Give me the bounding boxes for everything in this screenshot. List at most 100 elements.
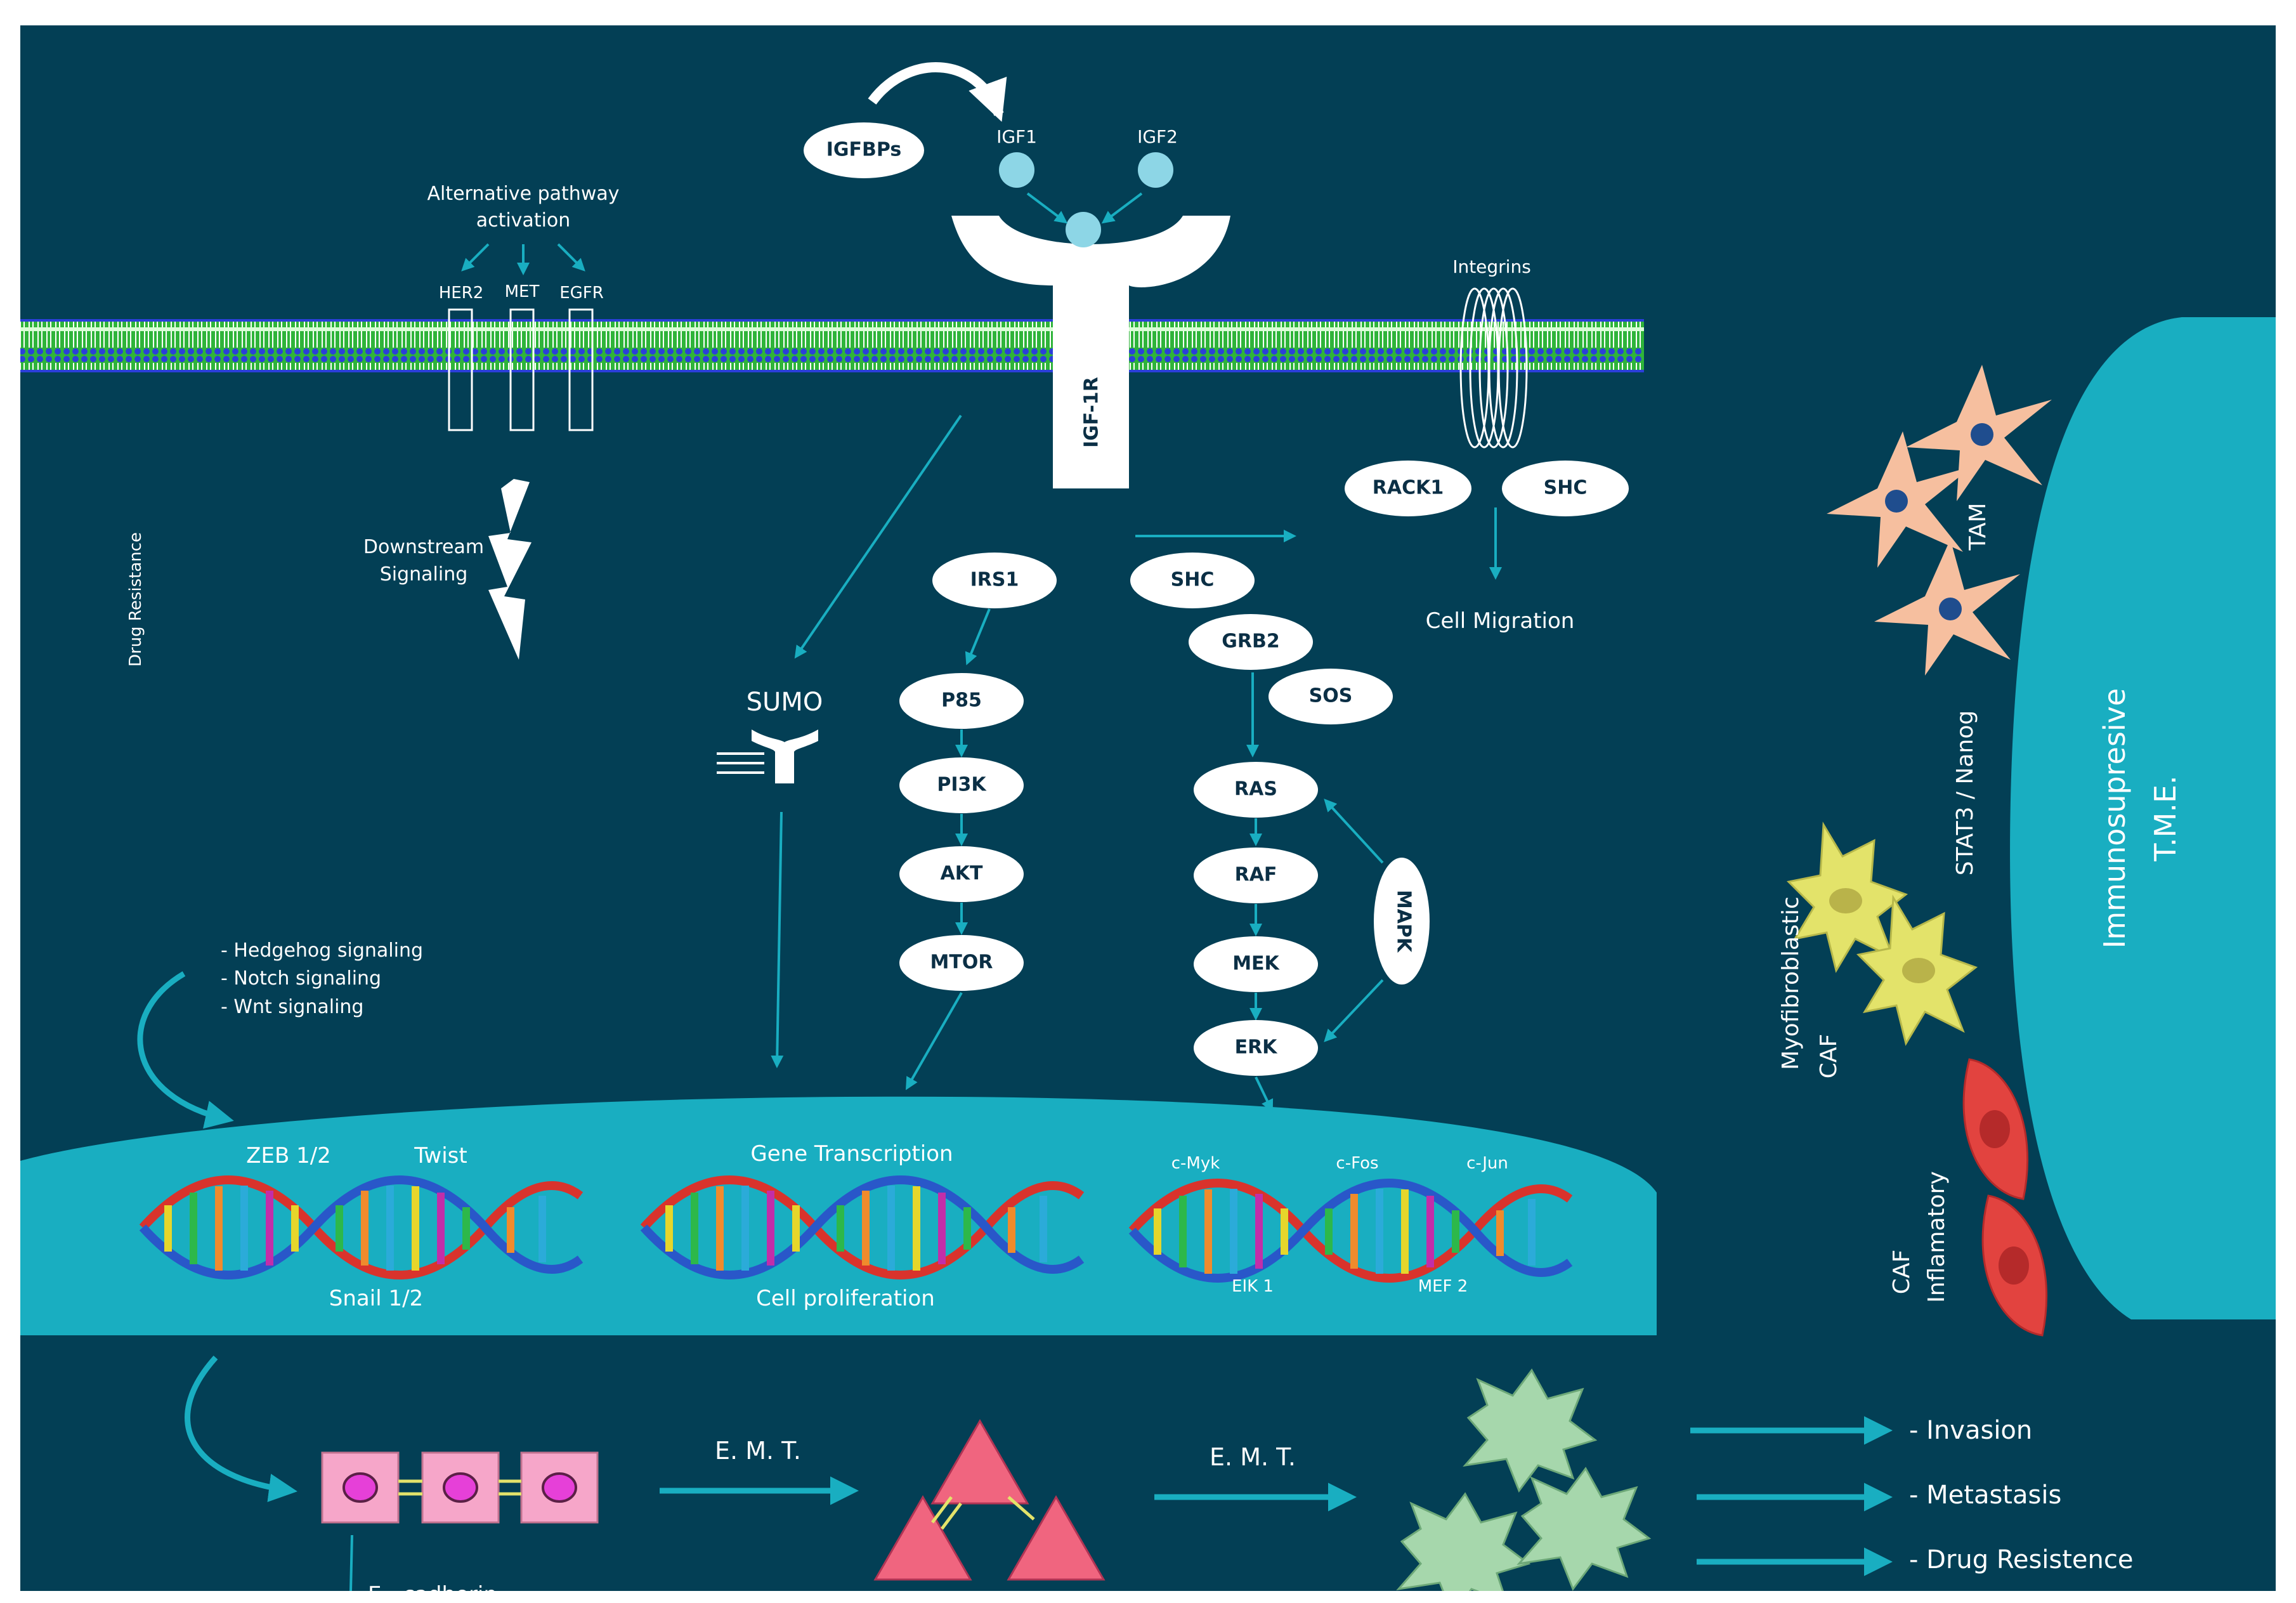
cmyk-label: c-Myk [1171, 1154, 1220, 1173]
mapk-node [1374, 858, 1430, 985]
tme-title-1: Immunosupresive [2097, 688, 2132, 948]
inflam-caf-nucleus-1 [1980, 1110, 2010, 1148]
curved-arrow-to-nucleus [137, 971, 234, 1129]
akt-node [899, 846, 1024, 902]
igfbps-node [804, 122, 924, 178]
inflam-caf-nucleus-2 [1999, 1246, 2029, 1285]
arrow-mtor-nucleus [906, 992, 963, 1090]
shc-integrin-node [1502, 461, 1629, 516]
sos-node [1269, 669, 1393, 724]
epithelial-cells [321, 1451, 599, 1524]
cell-migration-label: Cell Migration [1426, 608, 1575, 634]
ras-label: RAS [1234, 778, 1277, 801]
igf1r-label: IGF-1R [1081, 377, 1103, 448]
metastasis-label: - Metastasis [1909, 1481, 2061, 1510]
downstream-label-2: Signaling [380, 563, 468, 586]
sumo-icon [752, 730, 818, 783]
igfbps-label: IGFBPs [826, 139, 901, 161]
zeb-label: ZEB 1/2 [246, 1143, 331, 1168]
gene-transcription-label: Gene Transcription [750, 1141, 953, 1167]
erk-node [1194, 1020, 1318, 1076]
membrane-outer-edge [20, 319, 1644, 322]
mesenchymal-junction-2 [941, 1502, 962, 1530]
erk-label: ERK [1235, 1037, 1279, 1059]
mek-label: MEK [1232, 953, 1280, 975]
arrow-sumo-to-nucleus [771, 811, 784, 1068]
grb2-node [1189, 614, 1313, 670]
bottom-crop-strip [0, 1591, 2296, 1603]
akt-label: AKT [941, 863, 983, 885]
igf2-ligand [1138, 152, 1173, 188]
her2-receptor [448, 308, 473, 431]
arrow-irs1-p85 [965, 608, 991, 665]
arrow-erk-nucleus [1255, 1076, 1274, 1113]
alt-pathway-title-2: activation [476, 209, 571, 232]
grb2-label: GRB2 [1222, 631, 1279, 653]
emt-label-1: E. M. T. [715, 1437, 801, 1465]
shc-label: SHC [1171, 569, 1215, 591]
mapk-label: MAPK [1393, 890, 1415, 953]
irs1-node [932, 553, 1057, 608]
arrow-ecadherin [349, 1534, 353, 1592]
tam-nucleus-1 [1885, 490, 1908, 513]
myo-caf-label-1: Myofibroblastic [1778, 896, 1804, 1070]
mtor-label: MTOR [930, 952, 993, 974]
raf-label: RAF [1235, 864, 1277, 886]
cjun-label: c-Jun [1466, 1154, 1508, 1173]
rack1-label: RACK1 [1373, 477, 1444, 499]
cell-membrane [20, 320, 1644, 371]
arrow-to-sumo [794, 414, 962, 659]
inflam-caf-label-2: CAF [1889, 1250, 1915, 1294]
igf1-label: IGF1 [996, 126, 1037, 147]
egfr-label: EGFR [559, 284, 604, 303]
twist-label: Twist [414, 1143, 467, 1168]
myo-caf-nucleus-1 [1829, 888, 1862, 913]
pi3k-node [899, 757, 1024, 813]
igf2-label: IGF2 [1137, 126, 1178, 147]
alt-pathway-title-1: Alternative pathway [427, 183, 619, 205]
integrins-label: Integrins [1452, 256, 1531, 277]
igfbps-release-arrow [868, 62, 1007, 122]
arrow-mapk-erk [1324, 979, 1384, 1042]
arrow-to-egfr [557, 243, 585, 272]
tam-nucleus-2 [1971, 423, 1993, 446]
mesenchymal-junction-3 [1007, 1496, 1035, 1521]
met-receptor [509, 308, 535, 431]
igf1r-receptor [951, 216, 1230, 488]
myo-caf-nucleus-2 [1902, 958, 1935, 983]
curved-arrow-to-emt [185, 1355, 297, 1502]
raf-node [1194, 847, 1318, 903]
stat3-label: STAT3 / Nanog [1952, 710, 1978, 875]
mesenchymal-junction-1 [931, 1496, 953, 1524]
mek-node [1194, 936, 1318, 992]
arrow-to-her2 [461, 243, 490, 272]
drug-resistance-label: Drug Resistance [126, 532, 145, 667]
pi3k-label: PI3K [937, 774, 987, 796]
signal-wnt: - Wnt signaling [221, 996, 363, 1018]
mtor-node [899, 935, 1024, 991]
rack1-node [1345, 461, 1471, 516]
tme-title-2: T.M.E. [2148, 775, 2182, 861]
met-label: MET [505, 282, 540, 301]
p85-label: P85 [941, 690, 982, 712]
tam-nucleus-3 [1939, 598, 1962, 620]
ras-node [1194, 762, 1318, 818]
downstream-signaling-bolt [488, 479, 532, 660]
irs1-label: IRS1 [970, 569, 1019, 591]
her2-label: HER2 [439, 284, 484, 303]
bound-igf-ligand [1066, 212, 1101, 247]
egfr-receptor [568, 308, 594, 431]
igf1-ligand [999, 152, 1034, 188]
integrin-coil [1459, 287, 1528, 448]
signal-hedgehog: - Hedgehog signaling [221, 939, 423, 962]
arrow-mapk-ras [1324, 799, 1384, 864]
emt-label-2: E. M. T. [1210, 1443, 1296, 1471]
inflam-caf-label-1: Inflamatory [1924, 1171, 1950, 1303]
myo-caf-label-2: CAF [1816, 1034, 1842, 1078]
eik1-label: EIK 1 [1232, 1277, 1274, 1296]
tam-label: TAM [1965, 503, 1991, 551]
cell-proliferation-label: Cell proliferation [756, 1286, 935, 1311]
drug-resistence-label: - Drug Resistence [1909, 1545, 2134, 1574]
invasion-label: - Invasion [1909, 1416, 2032, 1445]
